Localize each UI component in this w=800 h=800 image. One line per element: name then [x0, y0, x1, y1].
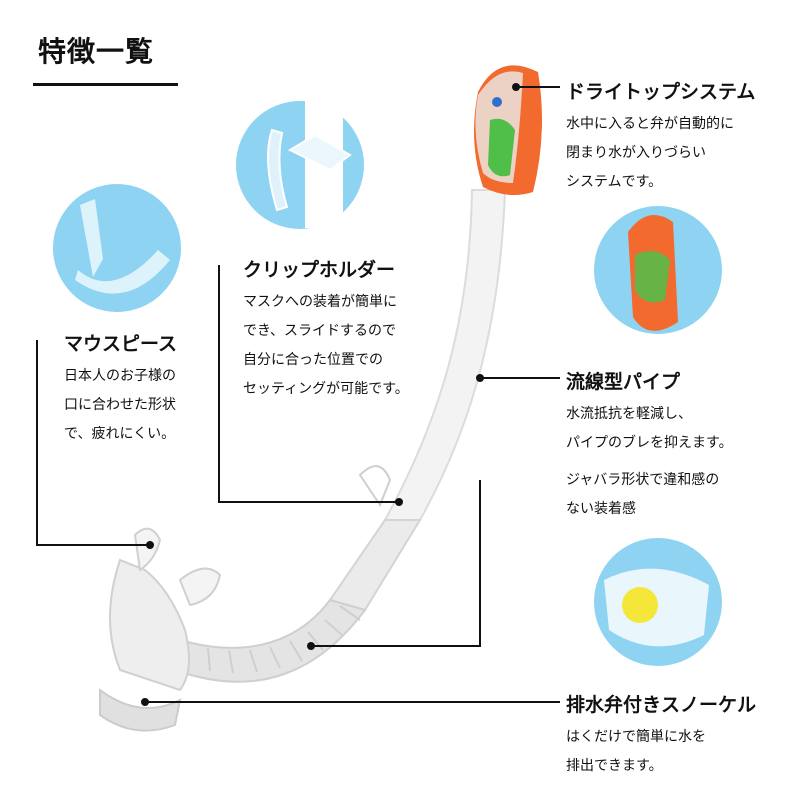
- callout-lines: [36, 86, 560, 703]
- snorkel-drain-valve: [99, 688, 182, 732]
- description-line: でき、スライドするので: [243, 323, 397, 339]
- feature-bellows-description: ジャバラ形状で違和感の ない装着感: [566, 466, 719, 524]
- mouthpiece-callout-line: [36, 340, 150, 546]
- snorkel-mouthpiece-bite-right: [178, 567, 222, 607]
- clip-holder-callout-line: [218, 265, 399, 503]
- description-line: はくだけで簡単に水を: [566, 729, 706, 745]
- feature-mouthpiece: マウスピース 日本人のお子様の 口に合わせた形状 で、疲れにくい。: [64, 329, 177, 449]
- clip-holder-detail-circle: [236, 101, 364, 229]
- feature-streamline-pipe-description: 水流抵抗を軽減し、 パイプのブレを抑えます。: [566, 400, 733, 458]
- description-line: 水中に入ると弁が自動的に: [566, 116, 734, 132]
- mouthpiece-detail-image-2: [75, 250, 170, 294]
- snorkel-lower-tube: [328, 519, 422, 612]
- description-line: 排出できます。: [566, 758, 663, 774]
- dry-top-detail-valve: [635, 251, 670, 303]
- clip-holder-detail-clip-2: [287, 133, 352, 172]
- description-line: マスクへの装着が簡単に: [243, 294, 397, 310]
- feature-clip-holder: クリップホルダー マスクへの装着が簡単に でき、スライドするので 自分に合った位…: [243, 255, 409, 404]
- feature-dry-top: ドライトップシステム 水中に入ると弁が自動的に 閉まり水が入りづらい システムで…: [566, 77, 755, 197]
- feature-clip-holder-description: マスクへの装着が簡単に でき、スライドするので 自分に合った位置での セッティン…: [243, 288, 409, 404]
- feature-mouthpiece-heading: マウスピース: [64, 333, 178, 355]
- callout-dots: [141, 83, 520, 706]
- feature-mouthpiece-description: 日本人のお子様の 口に合わせた形状 で、疲れにくい。: [64, 362, 177, 449]
- feature-clip-holder-heading: クリップホルダー: [243, 259, 396, 281]
- feature-dry-top-description: 水中に入ると弁が自動的に 閉まり水が入りづらい システムです。: [566, 110, 755, 197]
- description-line: システムです。: [566, 174, 663, 190]
- snorkel-mouthpiece-bite-left: [133, 527, 162, 572]
- feature-dry-top-heading: ドライトップシステム: [566, 81, 756, 103]
- description-line: 水流抵抗を軽減し、: [566, 406, 692, 422]
- description-line: 自分に合った位置での: [243, 352, 383, 368]
- description-line: 口に合わせた形状: [64, 397, 176, 413]
- bellows-callout-line: [311, 480, 481, 647]
- description-line: ない装着感: [566, 501, 636, 517]
- snorkel-mouthpiece-base: [109, 558, 190, 692]
- feature-streamline-pipe-heading: 流線型パイプ: [566, 371, 681, 393]
- feature-streamline-pipe: 流線型パイプ 水流抵抗を軽減し、 パイプのブレを抑えます。: [566, 367, 733, 458]
- page-title: 特徴一覧: [38, 35, 155, 68]
- description-line: 閉まり水が入りづらい: [566, 145, 706, 161]
- clip-holder-detail-clip: [267, 128, 289, 212]
- dry-top-ball: [492, 97, 502, 107]
- title-underline: [33, 83, 178, 86]
- mouthpiece-detail-image: [80, 199, 103, 277]
- feature-drain-valve-heading: 排水弁付きスノーケル: [566, 694, 757, 716]
- drain-valve-detail-valve: [622, 587, 658, 623]
- description-line: パイプのブレを抑えます。: [566, 435, 733, 451]
- description-line: セッティングが可能です。: [243, 381, 409, 397]
- description-line: 日本人のお子様の: [64, 368, 176, 384]
- dry-top-valve: [488, 118, 515, 177]
- description-line: ジャバラ形状で違和感の: [566, 472, 720, 488]
- feature-drain-valve: 排水弁付きスノーケル はくだけで簡単に水を 排出できます。: [566, 690, 756, 781]
- description-line: で、疲れにくい。: [64, 426, 176, 442]
- snorkel-bellows: [173, 598, 367, 683]
- feature-drain-valve-description: はくだけで簡単に水を 排出できます。: [566, 723, 756, 781]
- snorkel-clip: [358, 465, 392, 508]
